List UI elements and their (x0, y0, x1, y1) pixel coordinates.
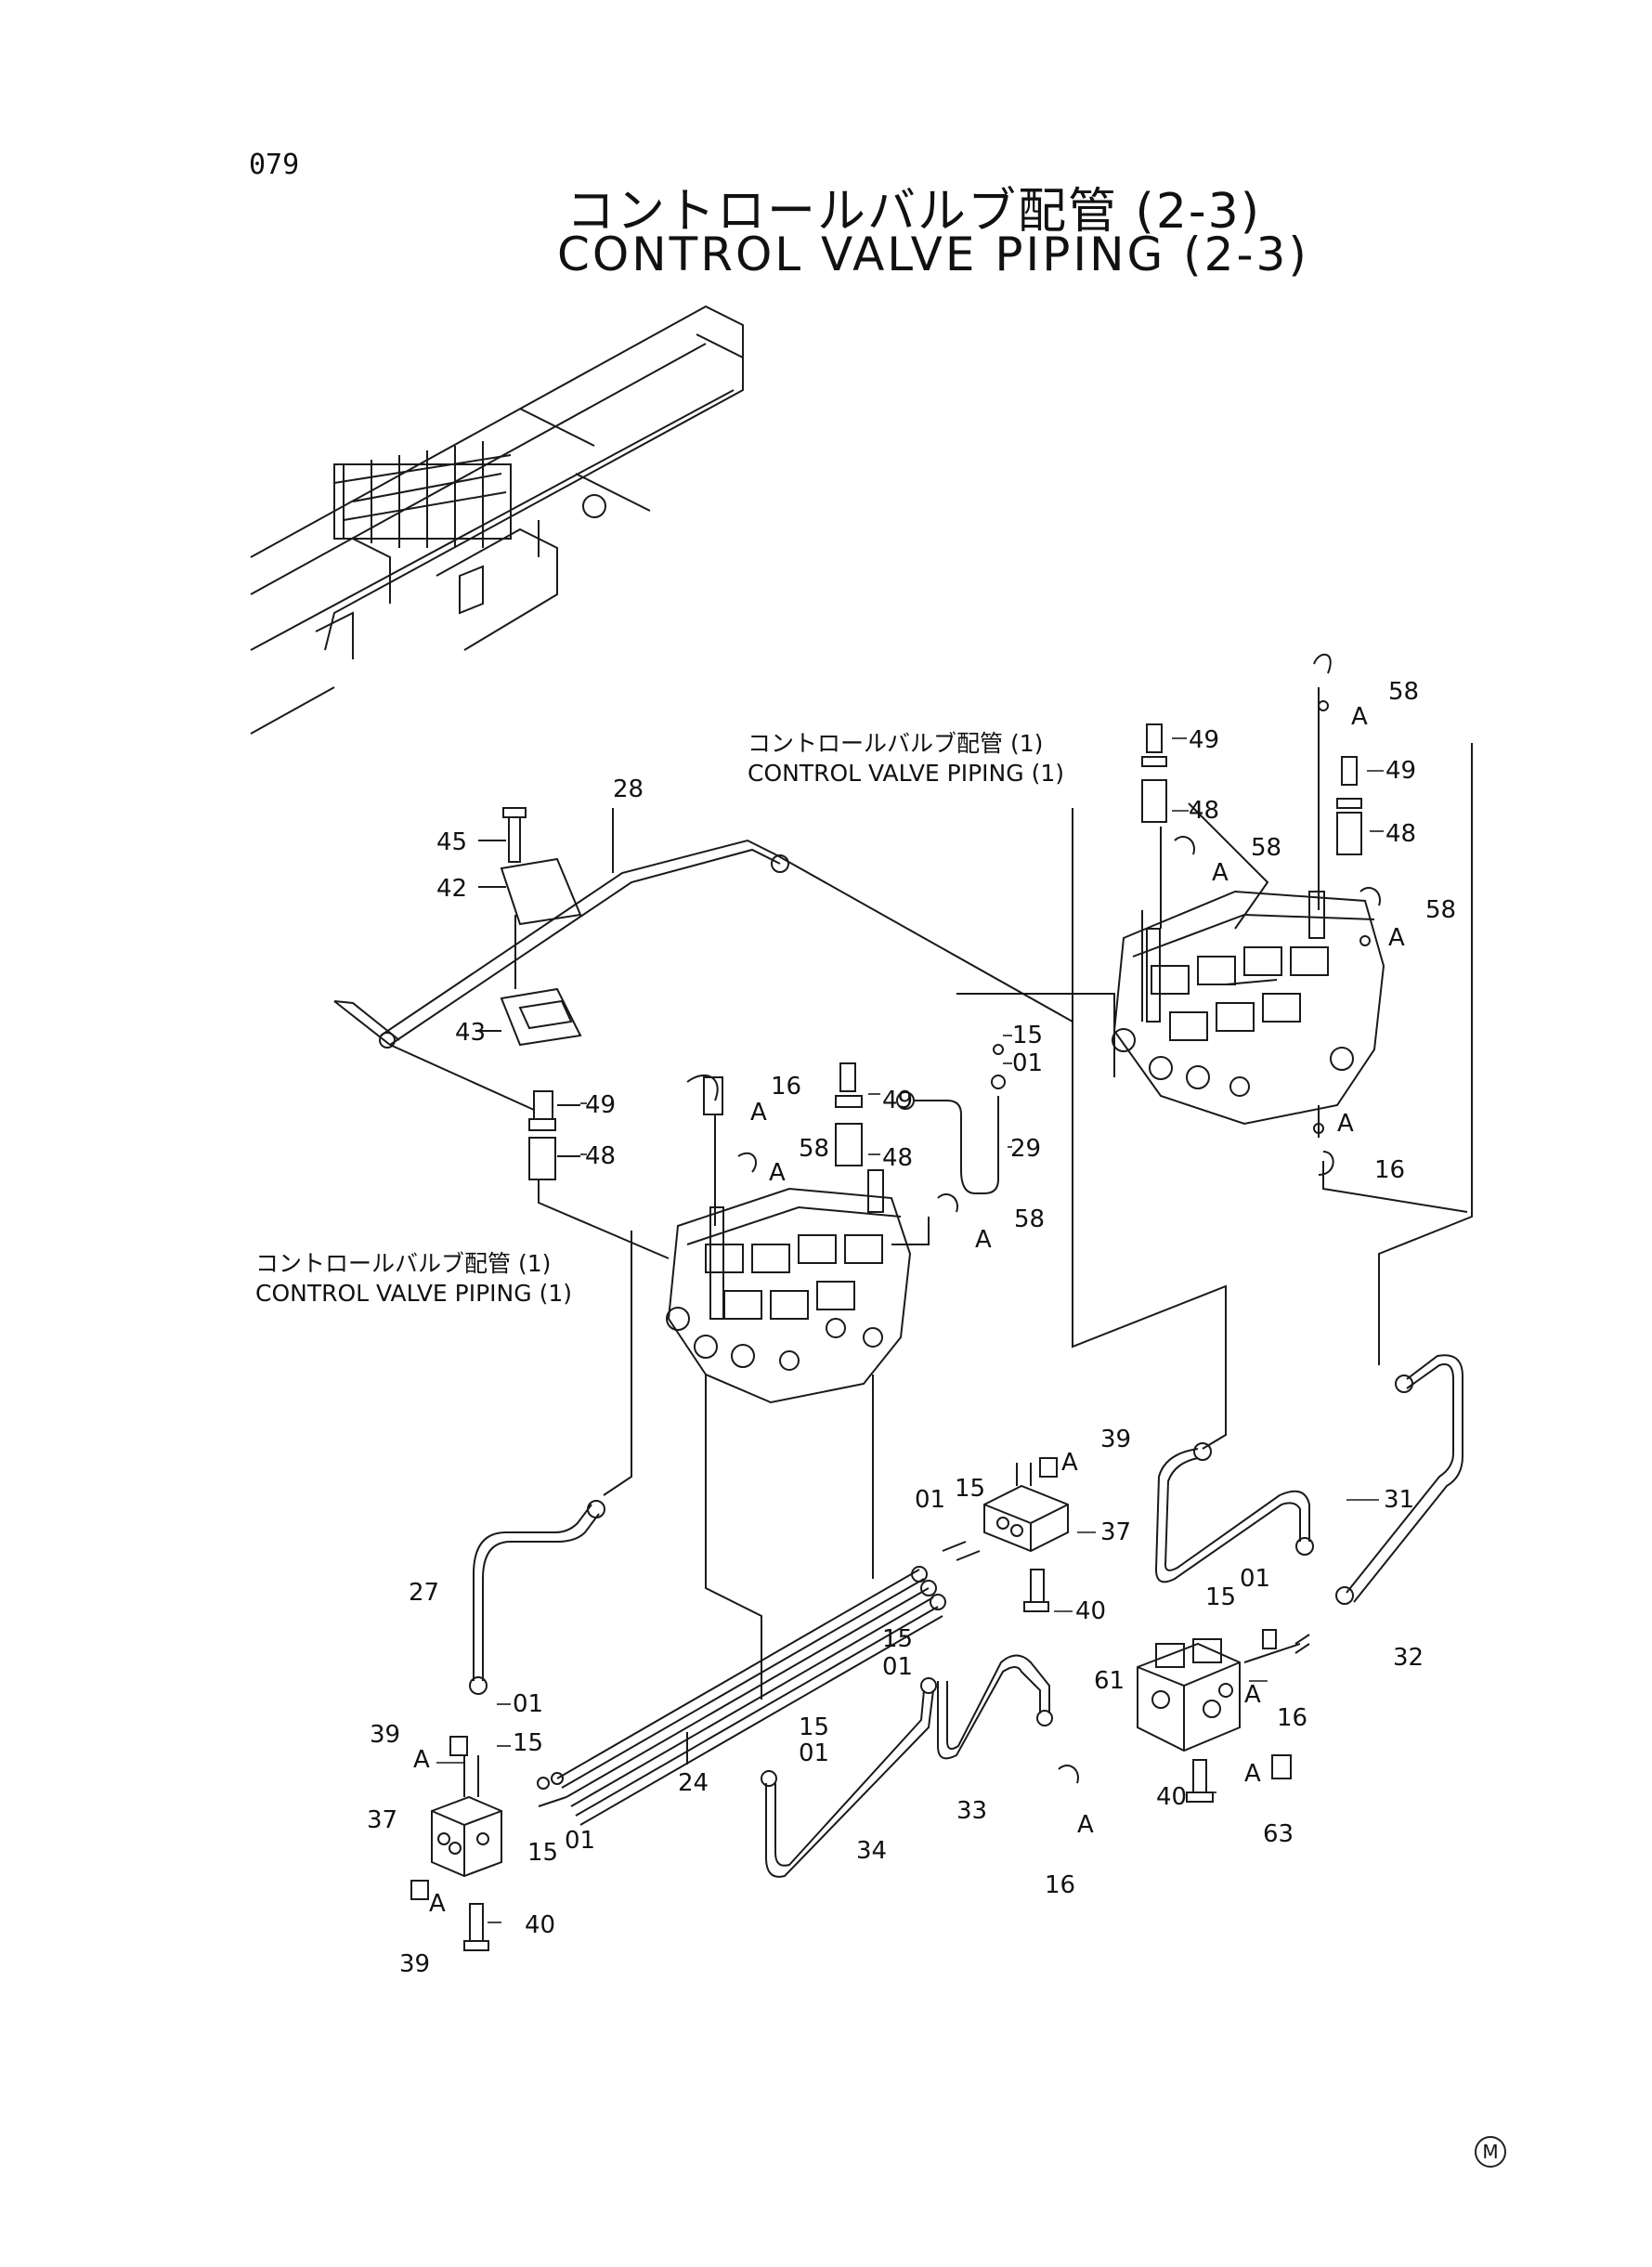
pipe-34 (761, 1677, 937, 1878)
part-label-48: 48 (585, 1142, 617, 1170)
part-label-40: 40 (525, 1911, 556, 1939)
fittings-right-top (1141, 653, 1381, 1176)
page-title-japanese: コントロールバルブ配管 (2-3) (566, 184, 1262, 240)
part-label-58: 58 (1425, 896, 1457, 924)
part-label-15: 15 (527, 1839, 559, 1867)
part-label-42: 42 (436, 875, 468, 903)
pipe-33 (937, 1654, 1053, 1760)
part-label-40: 40 (1075, 1597, 1107, 1625)
part-label-58: 58 (1014, 1205, 1046, 1233)
part-label-a: A (1337, 1110, 1354, 1138)
part-label-01: 01 (915, 1486, 946, 1514)
part-label-28: 28 (613, 775, 644, 803)
part-label-48: 48 (1385, 820, 1417, 848)
part-label-49: 49 (1189, 726, 1220, 754)
part-label-a: A (750, 1099, 767, 1127)
part-label-34: 34 (856, 1837, 888, 1865)
leader-lines (389, 802, 1278, 1259)
part-label-48: 48 (1189, 797, 1220, 825)
part-label-15: 15 (955, 1475, 986, 1503)
part-label-a: A (1351, 703, 1368, 731)
reference-en: CONTROL VALVE PIPING (1) (748, 760, 1064, 787)
leaders-24 (603, 1231, 874, 1765)
part-label-39: 39 (1100, 1426, 1132, 1453)
part-label-31: 31 (1384, 1486, 1415, 1514)
pipe-32 (1335, 1354, 1463, 1605)
page-title-english: CONTROL VALVE PIPING (2-3) (557, 228, 1309, 281)
pipe-31 (1154, 1442, 1314, 1583)
part-label-15: 15 (799, 1713, 830, 1741)
fittings-center-top (686, 1044, 1006, 1226)
part-label-37: 37 (1100, 1518, 1132, 1546)
part-label-a: A (1244, 1681, 1261, 1709)
reference-ja: コントロールバルブ配管 (1) (255, 1250, 552, 1277)
part-label-16: 16 (1045, 1871, 1076, 1899)
part-label-a: A (1212, 859, 1229, 887)
part-label-01: 01 (565, 1827, 596, 1855)
part-label-37: 37 (367, 1806, 398, 1834)
reference-en: CONTROL VALVE PIPING (1) (255, 1280, 572, 1307)
part-label-01: 01 (799, 1739, 830, 1767)
pipes-24 (556, 1566, 946, 1826)
part-label-63: 63 (1263, 1820, 1294, 1848)
part-label-49: 49 (585, 1091, 617, 1119)
reference-caption-left: コントロールバルブ配管 (1) CONTROL VALVE PIPING (1) (255, 1249, 572, 1309)
part-label-01: 01 (1240, 1565, 1271, 1593)
part-label-32: 32 (1393, 1644, 1424, 1672)
part-label-43: 43 (455, 1019, 487, 1047)
part-label-39: 39 (399, 1950, 431, 1978)
part-label-a: A (769, 1159, 786, 1187)
clamp-42-45-43 (478, 807, 582, 1047)
part-label-01: 01 (1012, 1049, 1044, 1077)
guide-lines (774, 743, 1473, 1450)
part-label-48: 48 (882, 1144, 914, 1172)
part-label-a: A (1077, 1811, 1094, 1839)
part-label-01: 01 (882, 1653, 914, 1681)
part-label-58: 58 (799, 1135, 830, 1163)
part-label-15: 15 (882, 1625, 914, 1653)
part-label-16: 16 (1374, 1156, 1406, 1184)
part-label-01: 01 (513, 1690, 544, 1718)
page-marker-circle: M (1475, 2136, 1506, 2168)
part-label-61: 61 (1094, 1667, 1125, 1695)
part-label-58: 58 (1388, 678, 1420, 706)
part-label-49: 49 (882, 1087, 914, 1114)
part-label-27: 27 (409, 1579, 440, 1607)
reference-ja: コントロールバルブ配管 (1) (748, 730, 1044, 757)
reference-caption-right: コントロールバルブ配管 (1) CONTROL VALVE PIPING (1) (748, 729, 1064, 788)
part-label-a: A (975, 1226, 992, 1254)
pipe-28 (333, 839, 789, 1049)
part-label-40: 40 (1156, 1783, 1188, 1811)
valve-61 (1058, 1629, 1310, 1803)
part-label-24: 24 (678, 1769, 709, 1797)
part-label-58: 58 (1251, 834, 1282, 862)
part-label-15: 15 (1205, 1583, 1237, 1611)
fittings-48-49-left (528, 1090, 580, 1180)
pipe-27 (469, 1500, 605, 1695)
part-label-15: 15 (513, 1729, 544, 1757)
part-label-49: 49 (1385, 757, 1417, 785)
part-label-a: A (413, 1746, 430, 1774)
control-valve-right (1112, 890, 1385, 1126)
part-label-16: 16 (1277, 1704, 1308, 1732)
control-valve-center (666, 1169, 930, 1404)
part-label-29: 29 (1010, 1135, 1042, 1163)
part-label-a: A (1061, 1449, 1078, 1477)
block-37-right (942, 1457, 1069, 1612)
part-label-39: 39 (370, 1721, 401, 1749)
part-label-15: 15 (1012, 1022, 1044, 1049)
part-label-33: 33 (956, 1797, 988, 1825)
part-label-45: 45 (436, 828, 468, 856)
page-number: 079 (249, 149, 300, 181)
part-label-a: A (429, 1890, 446, 1918)
part-label-a: A (1388, 924, 1405, 952)
part-label-16: 16 (771, 1073, 802, 1101)
part-label-a: A (1244, 1760, 1261, 1788)
machine-frame-overview (250, 305, 744, 735)
